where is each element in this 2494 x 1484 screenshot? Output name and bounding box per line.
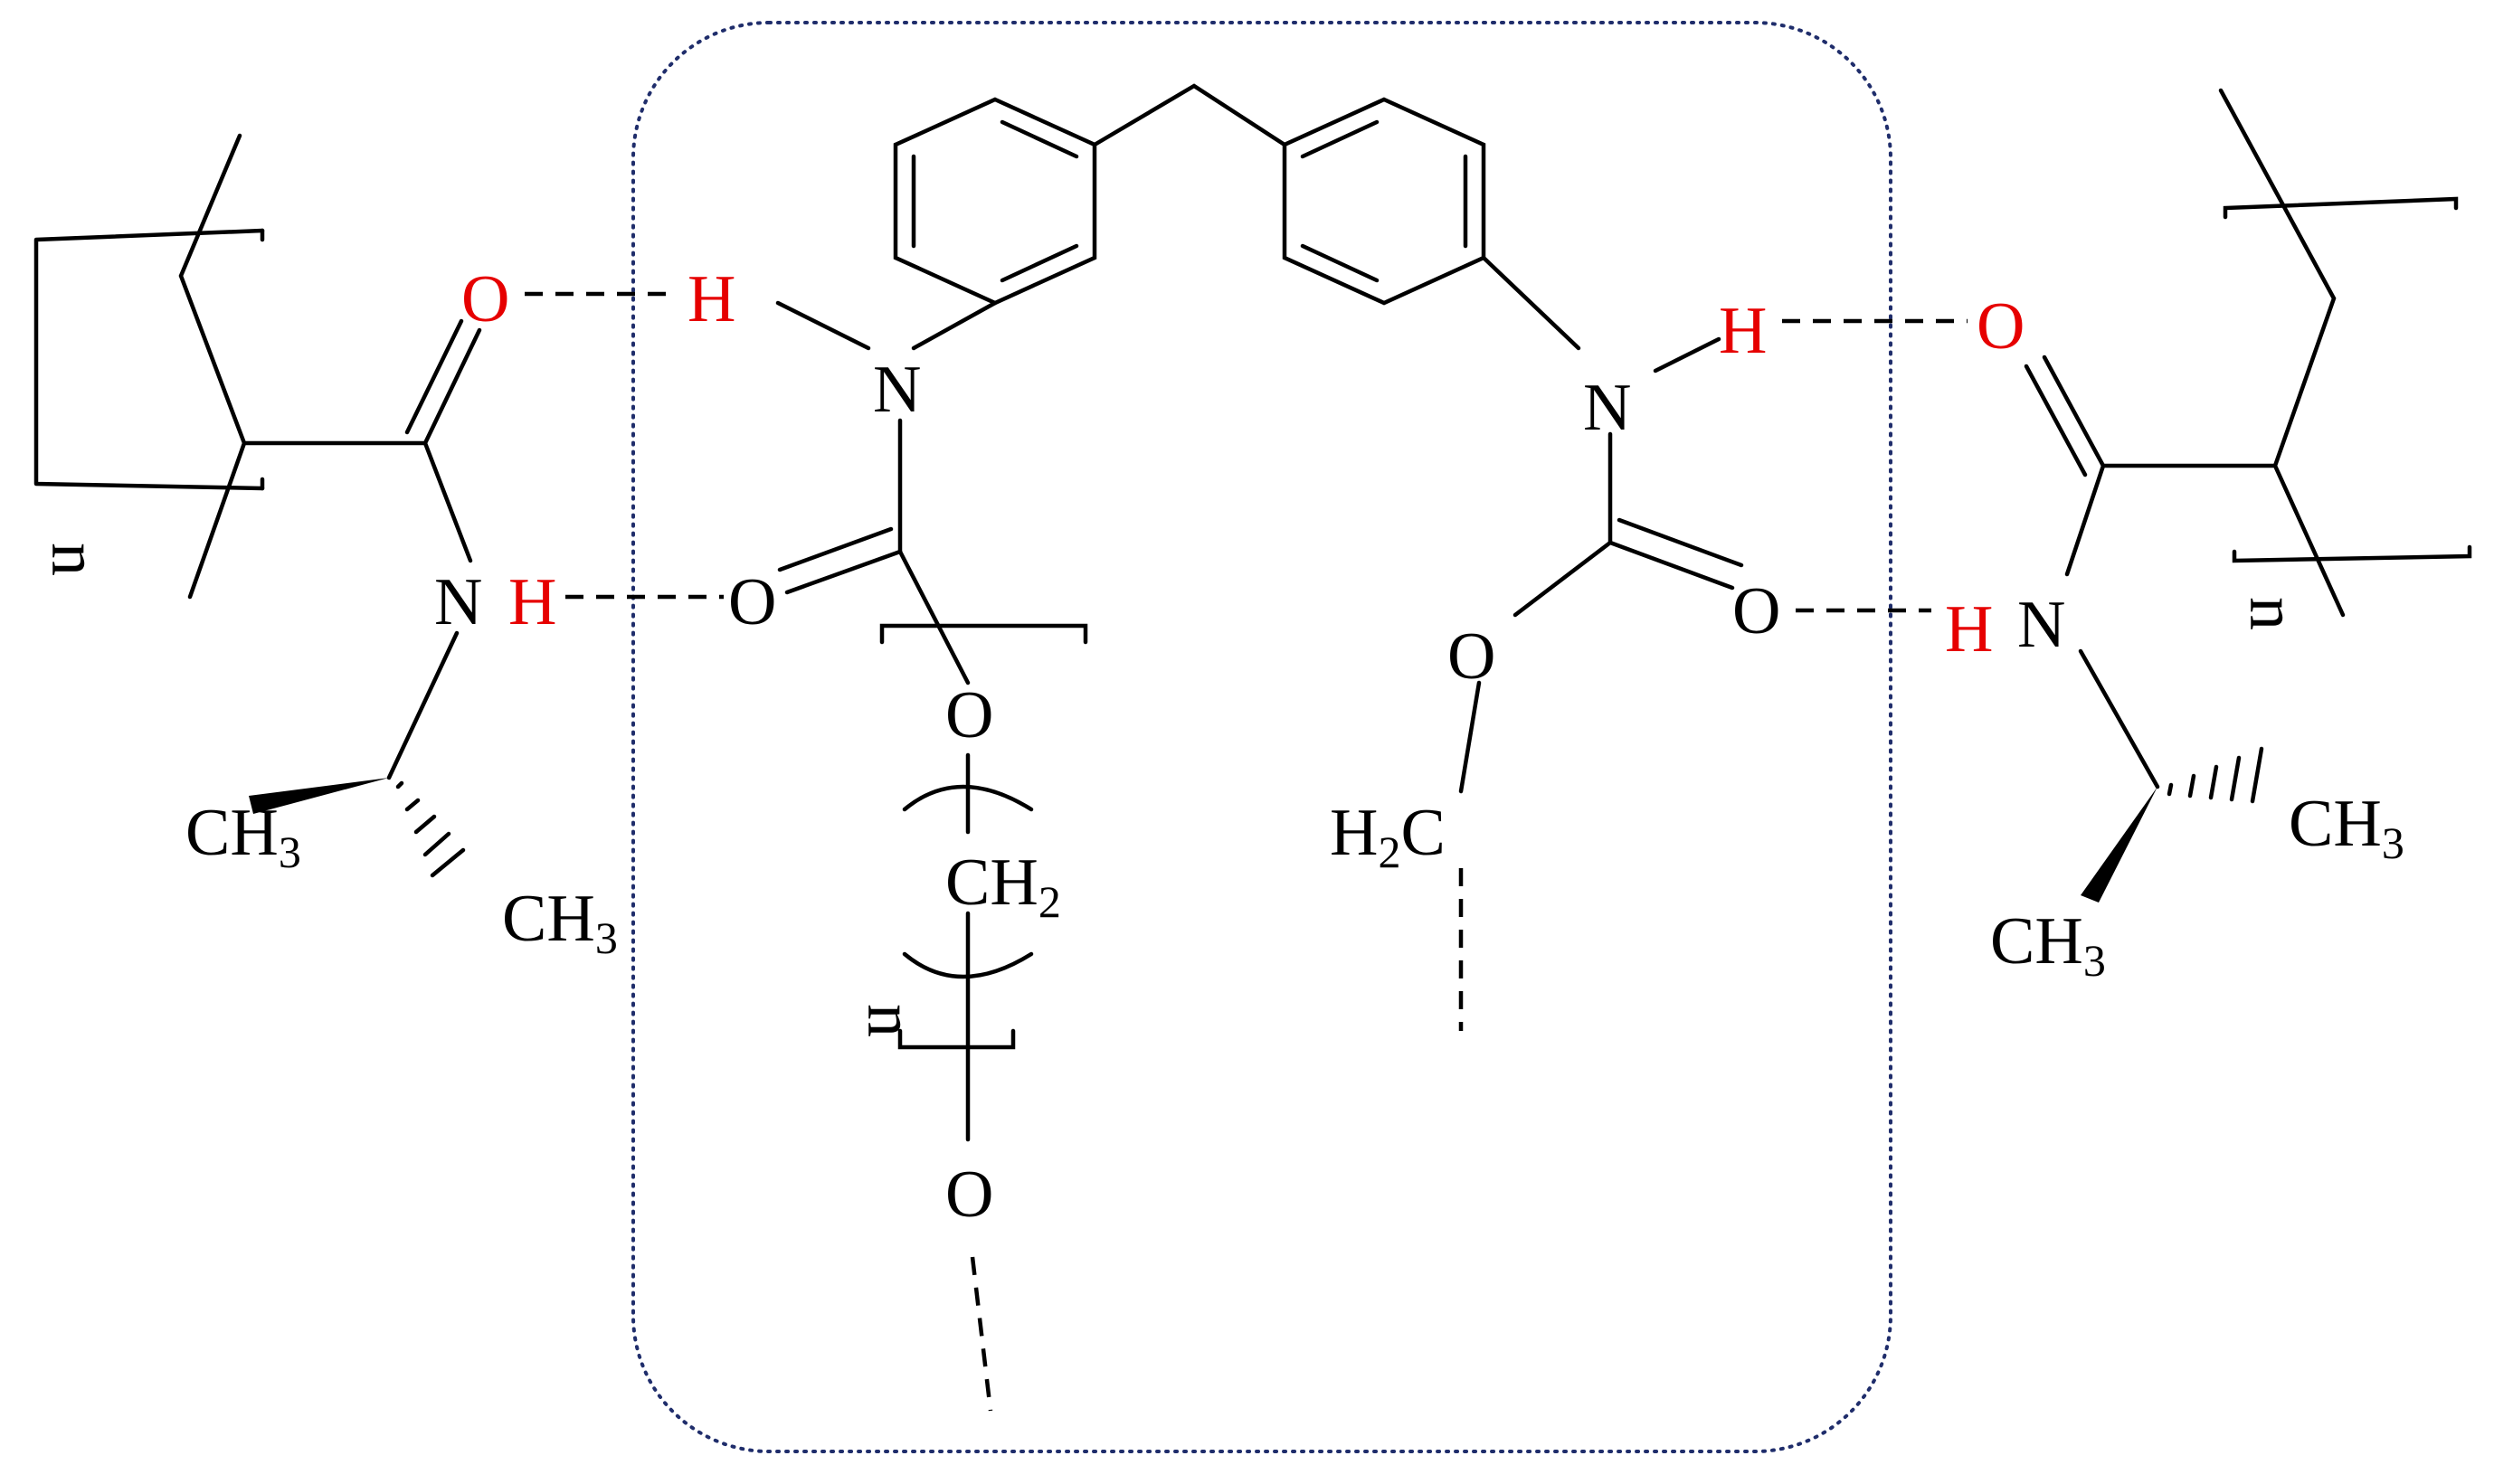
- ch2-repeat-paren-top: [902, 784, 1034, 812]
- left-ring-n-bond: [911, 300, 998, 351]
- right-pnipam-unit: O H N CH3 CH3 n: [1945, 88, 2472, 986]
- right-o-ch2-bond: [1458, 680, 1482, 794]
- right-amide-cn-bond: [2064, 463, 2106, 577]
- central-right-h-label: H: [1719, 294, 1767, 368]
- central-right-ester-o-label: O: [1447, 619, 1495, 694]
- right-carbonyl-o-label: O: [1977, 289, 2025, 364]
- central-left-carbonyl-o-label: O: [728, 565, 776, 639]
- central-right-n-label: N: [1583, 371, 1631, 445]
- ch2-repeat-paren-bottom: [902, 951, 1034, 979]
- central-mdi-unit: H N O O CH2 n O H N O O H2C: [688, 83, 1780, 1412]
- right-backbone-bonds: [2100, 88, 2346, 618]
- left-urethane-co-double-bond: [777, 526, 903, 595]
- right-ch3-b-label: CH3: [1990, 904, 2106, 986]
- left-repeat-bracket-open: [33, 228, 265, 491]
- methylene-bridge: [1092, 83, 1287, 147]
- left-benzene-ring: [893, 97, 1097, 306]
- peg-outer-bracket-top: [879, 623, 1088, 645]
- right-ch3-a-label: CH3: [2289, 787, 2404, 868]
- left-amide-h-label: H: [508, 565, 556, 639]
- central-right-carbonyl-o-label: O: [1732, 574, 1780, 648]
- left-ch3-b-label: CH3: [502, 882, 618, 963]
- right-urethane-c-o-bond: [1513, 540, 1613, 618]
- left-benzene-inner-bonds: [911, 119, 1079, 283]
- right-carbonyl-double-bond: [2024, 354, 2106, 477]
- right-h2c-label: H2C: [1330, 796, 1446, 877]
- right-ring-n-bond: [1481, 255, 1581, 351]
- left-n-ch-bond: [386, 630, 460, 780]
- central-left-n-label: N: [873, 353, 921, 427]
- left-wedge-bond: [249, 778, 389, 814]
- peg-outer-bracket-bottom: [897, 1028, 1016, 1050]
- right-repeat-n-label: n: [2235, 597, 2309, 630]
- peg-terminal-o-label: O: [945, 1158, 993, 1232]
- left-pnipam-unit: O N H CH3 CH3 n: [33, 133, 618, 963]
- right-amide-h-label: H: [1945, 592, 1993, 666]
- central-left-h-label: H: [688, 262, 735, 336]
- right-hashed-bond: [2167, 746, 2264, 804]
- left-amide-cn-bond: [422, 440, 473, 563]
- left-repeat-n-label: n: [37, 543, 111, 576]
- left-carbonyl-double-bond: [404, 318, 482, 446]
- left-amide-n-label: N: [434, 565, 482, 639]
- peg-ch2-label: CH2: [945, 846, 1061, 927]
- dotted-highlight-box: [631, 21, 1892, 1453]
- right-n-ch-bond: [2078, 648, 2160, 789]
- right-wedge-bond: [2081, 787, 2157, 903]
- left-nh-bond: [775, 300, 871, 351]
- peg-chain-continuation: [970, 1256, 993, 1412]
- left-carbonyl-o-label: O: [461, 262, 509, 336]
- right-urethane-co-double-bond: [1607, 517, 1744, 591]
- peg-repeat-n-label: n: [853, 1004, 927, 1037]
- left-backbone-bonds: [178, 133, 428, 600]
- left-ch3-a-label: CH3: [185, 796, 301, 877]
- right-benzene-ring: [1282, 97, 1486, 306]
- peg-o-label: O: [945, 678, 993, 752]
- right-repeat-bracket-bottom: [2232, 544, 2472, 563]
- left-hashed-bond: [395, 780, 466, 878]
- right-repeat-bracket-top: [2223, 196, 2459, 220]
- left-urethane-c-o-bond: [897, 549, 971, 685]
- right-amide-n-label: N: [2017, 588, 2065, 662]
- right-benzene-inner-bonds: [1300, 119, 1468, 283]
- right-nh-bond: [1653, 336, 1721, 373]
